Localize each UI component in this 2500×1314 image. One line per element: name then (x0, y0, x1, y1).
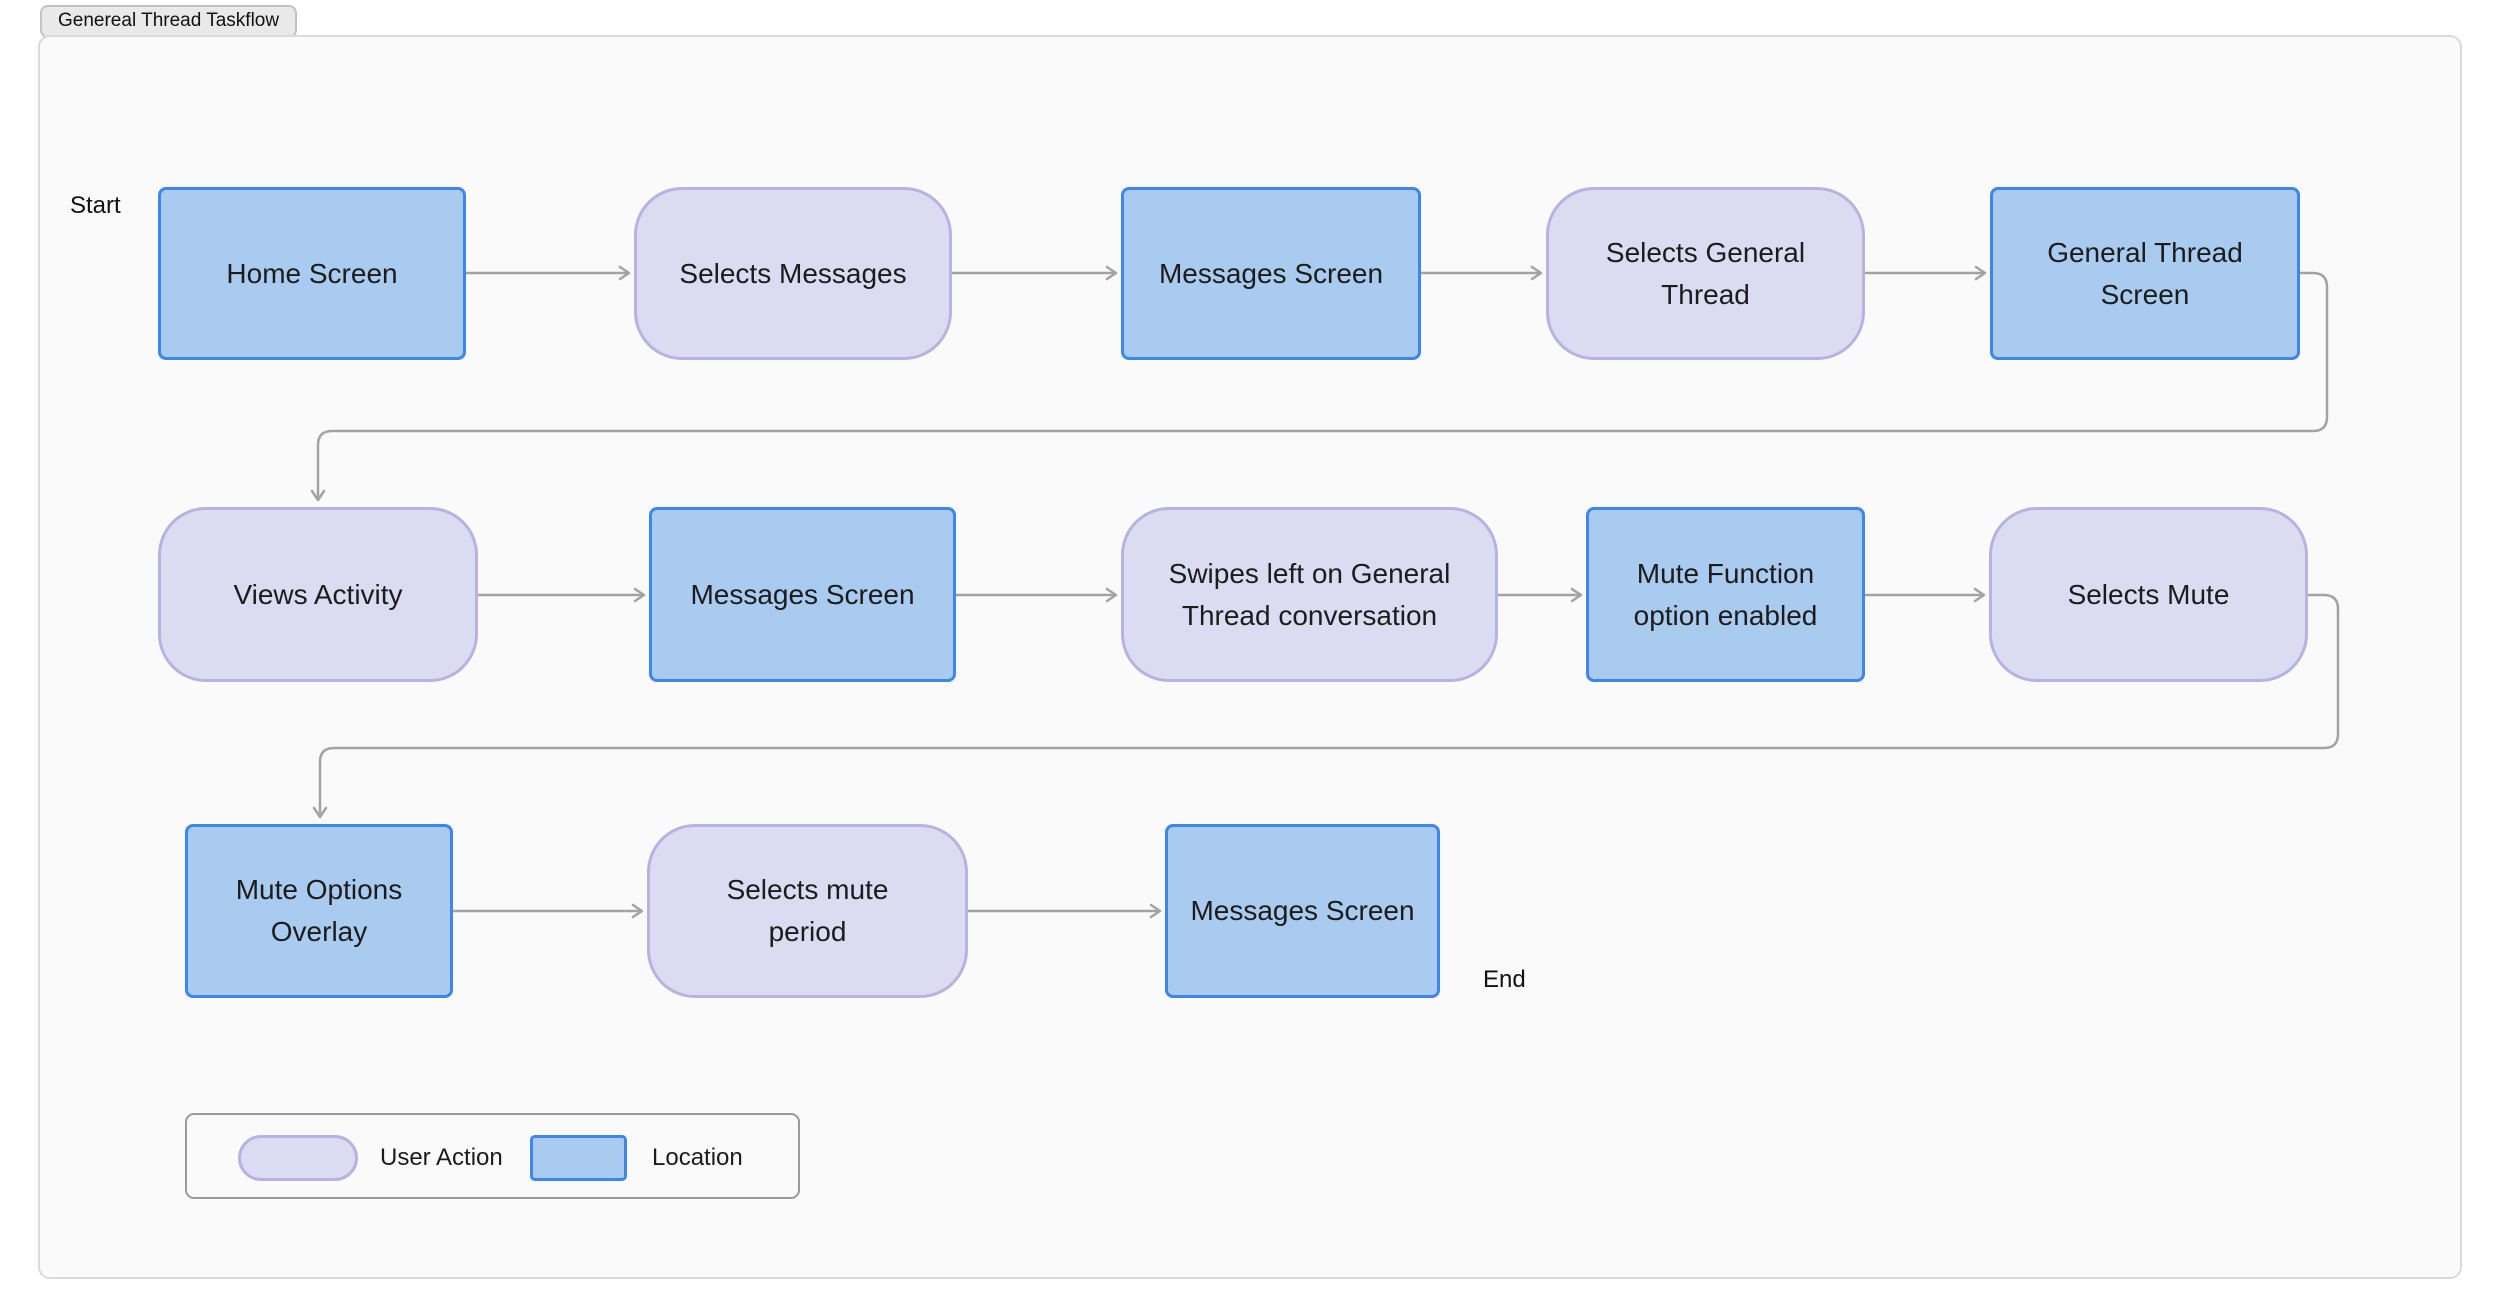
node-messages-screen-3[interactable]: Messages Screen (1165, 824, 1440, 998)
user-action-legend-label: User Action (380, 1144, 503, 1171)
node-selects-mute-period[interactable]: Selects mute period (647, 824, 968, 998)
node-swipes-left-general-thread[interactable]: Swipes left on General Thread conversati… (1121, 507, 1498, 682)
node-home-screen[interactable]: Home Screen (158, 187, 466, 360)
tab-genereal-thread-taskflow[interactable]: Genereal Thread Taskflow (40, 5, 298, 38)
node-general-thread-screen[interactable]: General Thread Screen (1990, 187, 2300, 360)
location-legend-label: Location (652, 1144, 743, 1171)
node-views-activity[interactable]: Views Activity (158, 507, 478, 682)
location-swatch (530, 1135, 627, 1181)
node-selects-messages[interactable]: Selects Messages (634, 187, 952, 360)
start-label: Start (70, 192, 121, 219)
legend: User Action Location (185, 1113, 800, 1199)
node-messages-screen-2[interactable]: Messages Screen (649, 507, 956, 682)
end-label: End (1483, 966, 1526, 993)
node-mute-options-overlay[interactable]: Mute Options Overlay (185, 824, 453, 998)
node-selects-mute[interactable]: Selects Mute (1989, 507, 2308, 682)
node-selects-general-thread[interactable]: Selects General Thread (1546, 187, 1865, 360)
node-mute-function-enabled[interactable]: Mute Function option enabled (1586, 507, 1865, 682)
user-action-swatch (238, 1135, 358, 1181)
node-messages-screen-1[interactable]: Messages Screen (1121, 187, 1421, 360)
